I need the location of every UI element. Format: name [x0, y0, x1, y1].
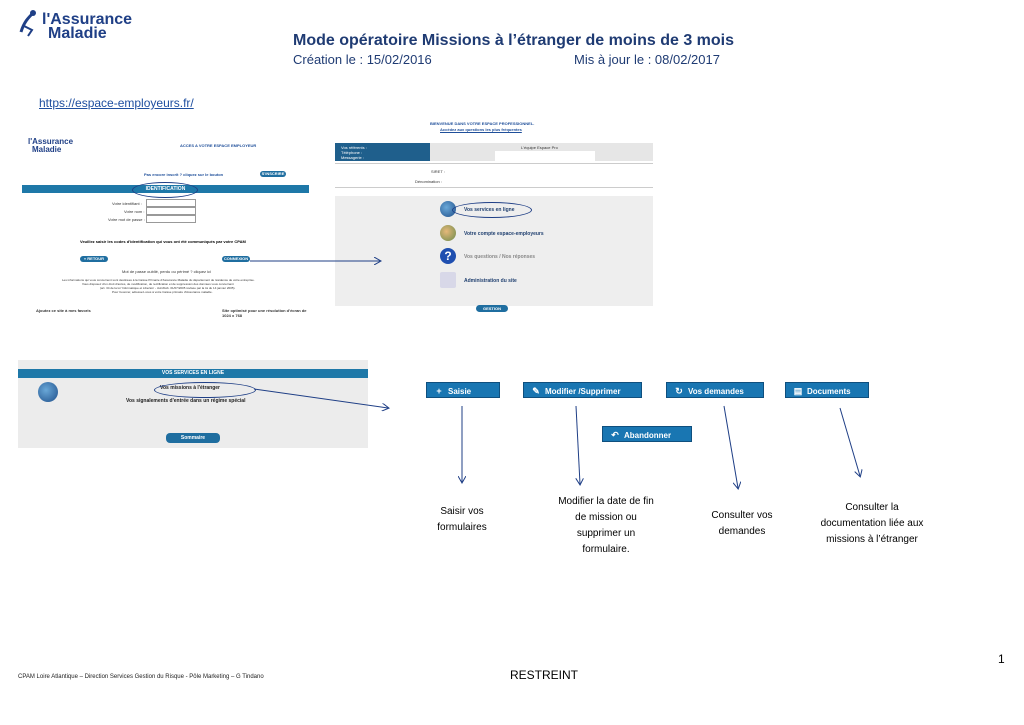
divider-2: [335, 187, 653, 188]
welcome-text: BIENVENUE DANS VOTRE ESPACE PROFESSIONNE…: [430, 121, 535, 126]
services-globe-icon: [38, 382, 58, 402]
documents-button[interactable]: ▤ Documents: [785, 382, 869, 398]
users-icon: [440, 225, 456, 241]
redacted-block: [495, 151, 595, 161]
menu-admin[interactable]: Administration du site: [464, 278, 517, 284]
caption-demandes: Consulter vos demandes: [711, 510, 773, 537]
caption-documents: Consulter la documentation liée aux miss…: [820, 502, 924, 545]
caption-saisie: Saisir vos formulaires: [437, 506, 487, 533]
favorites-link[interactable]: Ajoutez ce site à mes favoris: [36, 308, 91, 313]
legal-info-4: Pour l'exercer, adressez-vous à votre Ca…: [112, 290, 213, 294]
identification-highlight: [132, 182, 198, 198]
login-heading: ACCES A VOTRE ESPACE EMPLOYEUR: [180, 143, 257, 148]
menu-faq[interactable]: Vos questions / Nos réponses: [464, 254, 536, 260]
divider: [335, 163, 653, 164]
creation-date: Création le : 15/02/2016: [293, 52, 432, 67]
faq-link[interactable]: Accédez aux questions les plus fréquente…: [440, 127, 522, 132]
referents-label: Vos référents :: [341, 145, 367, 150]
refresh-icon: ↻: [675, 386, 683, 396]
resolution-note: Site optimisé pour une résolution d'écra…: [222, 308, 307, 318]
login-field1-label: Votre identifiant :: [112, 201, 142, 206]
back-arrow-icon: ↶: [611, 430, 619, 440]
services-screenshot: VOS SERVICES EN LIGNE Vos missions à l'é…: [18, 360, 368, 448]
referents-label-panel: [335, 143, 430, 161]
page-number: 1: [998, 652, 1005, 666]
missions-highlight: [154, 382, 256, 398]
name-input[interactable]: [146, 207, 196, 215]
login-screenshot: l'Assurance Maladie ACCES A VOTRE ESPACE…: [22, 132, 309, 320]
footer-classification: RESTREINT: [510, 668, 579, 682]
saisie-button[interactable]: + Saisie: [426, 382, 500, 398]
logo-line2: Maladie: [48, 25, 107, 42]
forgot-password-link[interactable]: Mot de passe oublié, perdu ou périmé ? c…: [122, 269, 211, 274]
saisie-label: Saisie: [448, 387, 472, 396]
services-bar: VOS SERVICES EN LIGNE: [18, 369, 368, 378]
pencil-icon: ✎: [532, 386, 540, 396]
back-button[interactable]: « RETOUR: [80, 256, 108, 262]
legal-info-2: Vous disposez d'un droit d'accès, de mod…: [82, 282, 234, 286]
denomination-label: Dénomination :: [415, 179, 442, 184]
espace-pro-label: L'équipe Espace Pro: [521, 145, 558, 150]
plus-icon: +: [436, 386, 442, 396]
logo-line1: l'Assurance: [42, 11, 133, 28]
login-field2-label: Votre nom :: [124, 209, 145, 214]
login-logo-line2: Maladie: [32, 145, 62, 154]
summary-button[interactable]: Sommaire: [166, 433, 220, 443]
question-icon: ?: [440, 248, 456, 264]
legal-info-1: Les informations qui vous concernent son…: [62, 278, 255, 282]
logo-figure-icon: [19, 10, 36, 37]
signalements-link[interactable]: Vos signalements d'entrée dans un régime…: [126, 398, 246, 404]
demandes-label: Vos demandes: [688, 387, 744, 396]
modify-delete-button[interactable]: ✎ Modifier /Supprimer: [523, 382, 642, 398]
identifier-input[interactable]: [146, 199, 196, 207]
login-instruction: Veuillez saisir les codes d'identificati…: [80, 239, 246, 244]
globe-icon: [440, 201, 456, 217]
login-field3-label: Votre mot de passe :: [108, 217, 145, 222]
abandonner-label: Abandonner: [624, 431, 672, 440]
legal-info-3: (art. 34 de la loi 'Informatique et Libe…: [100, 286, 236, 290]
admin-icon: [440, 272, 456, 288]
menu-account[interactable]: Votre compte espace-employeurs: [464, 231, 544, 237]
online-services-highlight: [452, 202, 532, 218]
documents-label: Documents: [807, 387, 851, 396]
connect-button[interactable]: CONNEXION: [222, 256, 250, 262]
caption-modifier: Modifier la date de fin de mission ou su…: [558, 496, 654, 555]
arrow-modifier: [575, 405, 580, 484]
password-input[interactable]: [146, 215, 196, 223]
arrow-services-to-toolbar: [253, 388, 388, 408]
siret-label: SIRET :: [431, 169, 445, 174]
login-logo-line1: l'Assurance: [28, 137, 74, 146]
page-title: Mode opératoire Missions à l’étranger de…: [293, 32, 734, 49]
folder-icon: ▤: [793, 386, 803, 396]
messagerie-label: Messagerie :: [341, 155, 364, 160]
logo: l'Assurance Maladie: [18, 6, 132, 46]
tel-label: Téléphone :: [341, 150, 363, 155]
signup-button[interactable]: S'INSCRIRE: [260, 171, 286, 177]
arrow-documents: [839, 407, 860, 476]
not-registered-text: Pas encore inscrit ? cliquez sur le bout…: [144, 172, 224, 177]
footer-left: CPAM Loire Atlantique – Direction Servic…: [18, 674, 264, 680]
gestion-button[interactable]: GESTION: [476, 305, 508, 312]
site-url-link[interactable]: https://espace-employeurs.fr/: [39, 96, 194, 110]
abandon-button[interactable]: ↶ Abandonner: [602, 426, 692, 442]
update-date: Mis à jour le : 08/02/2017: [574, 52, 720, 67]
requests-button[interactable]: ↻ Vos demandes: [666, 382, 764, 398]
modifier-label: Modifier /Supprimer: [545, 387, 621, 396]
arrow-demandes: [723, 405, 738, 488]
